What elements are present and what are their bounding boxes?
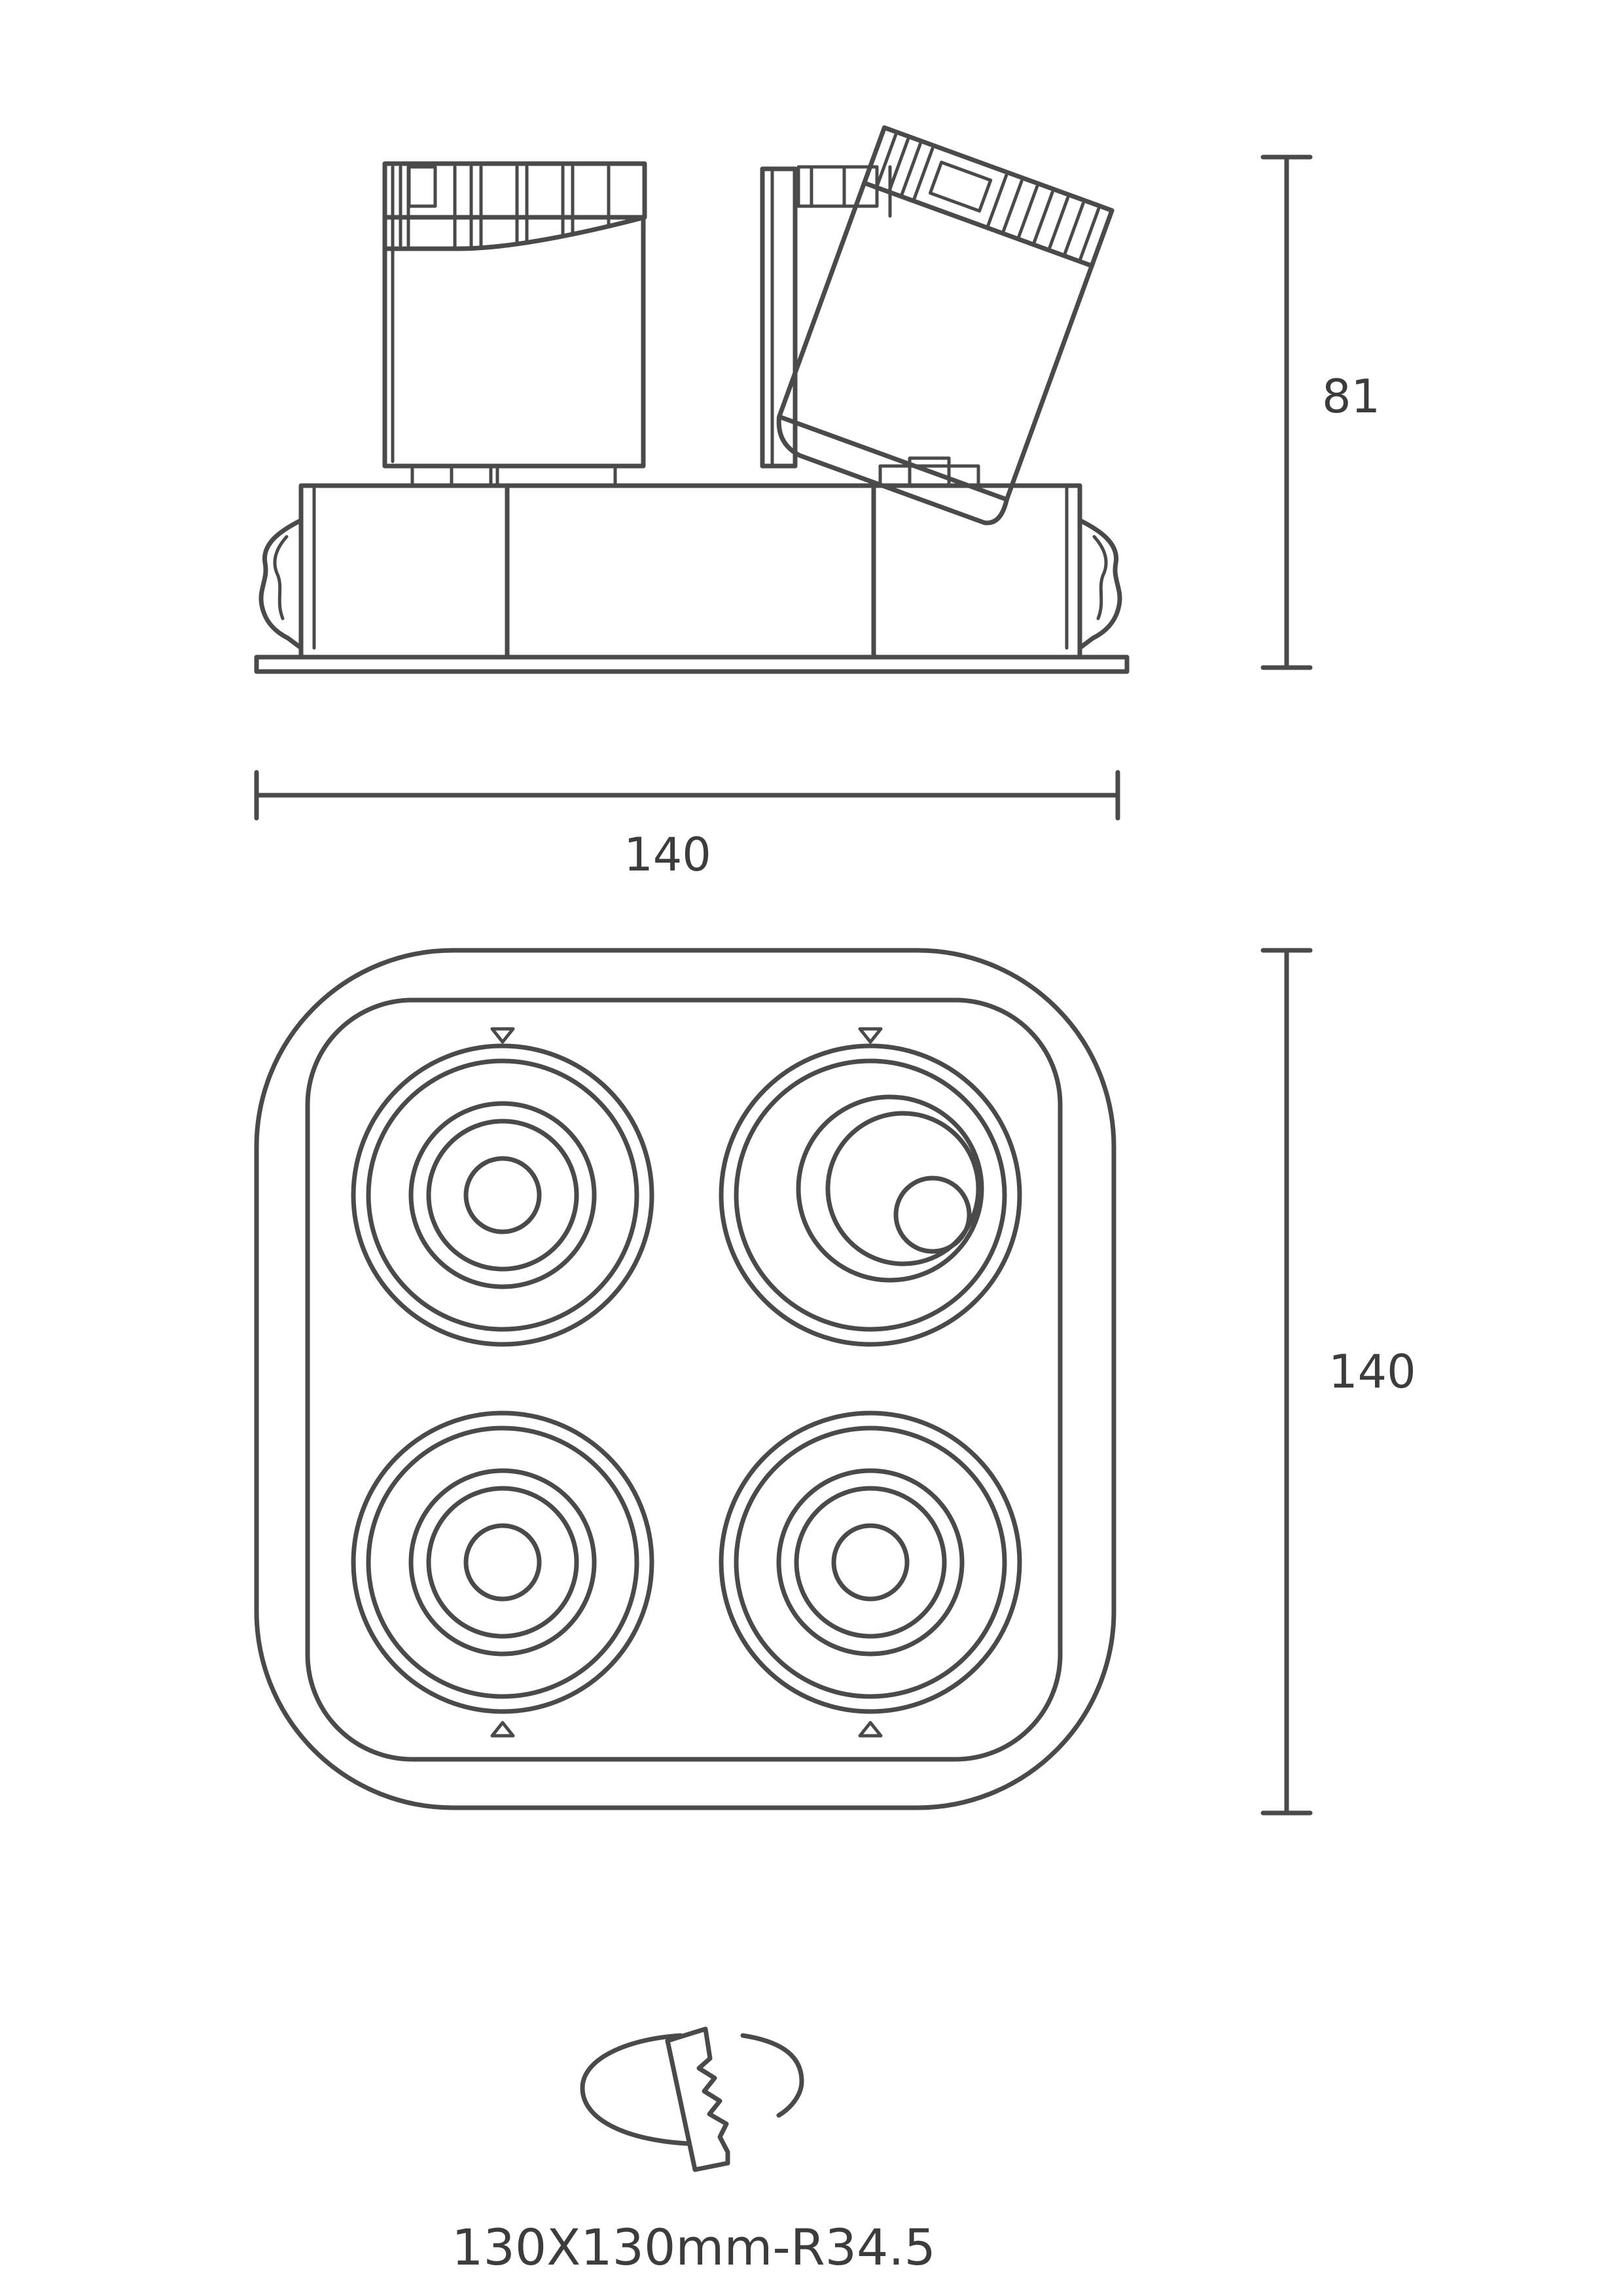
front-view-inner-frame [305,997,1063,1762]
side-view-housing [298,483,1082,660]
side-width-dimension [254,770,1120,821]
side-height-label: 81 [1322,370,1380,423]
front-view [254,948,1116,1810]
front-height-dimension [1260,948,1313,1816]
orientation-arrow-icon [490,1721,515,1738]
left-spring-clip [259,518,304,651]
side-height-dimension [1260,154,1313,670]
orientation-arrow-icon [858,1027,883,1044]
lamp-top-right-tilted [719,1027,1022,1347]
lamp-top-left [351,1027,654,1347]
right-spot-module-tilted [760,125,1115,526]
right-spring-clip [1077,518,1122,651]
orientation-arrow-icon [858,1721,883,1738]
side-width-label: 140 [624,828,711,882]
front-view-outer-trim [254,948,1116,1810]
cutout-icon [580,2026,804,2172]
lamp-bottom-left [351,1410,654,1738]
left-spot-module [382,161,647,488]
cutout-size-label: 130X130mm-R34.5 [452,2218,936,2276]
orientation-arrow-icon [490,1027,515,1044]
lamp-bottom-right [719,1410,1022,1738]
side-view [254,125,1130,674]
front-height-label: 140 [1329,1345,1416,1399]
